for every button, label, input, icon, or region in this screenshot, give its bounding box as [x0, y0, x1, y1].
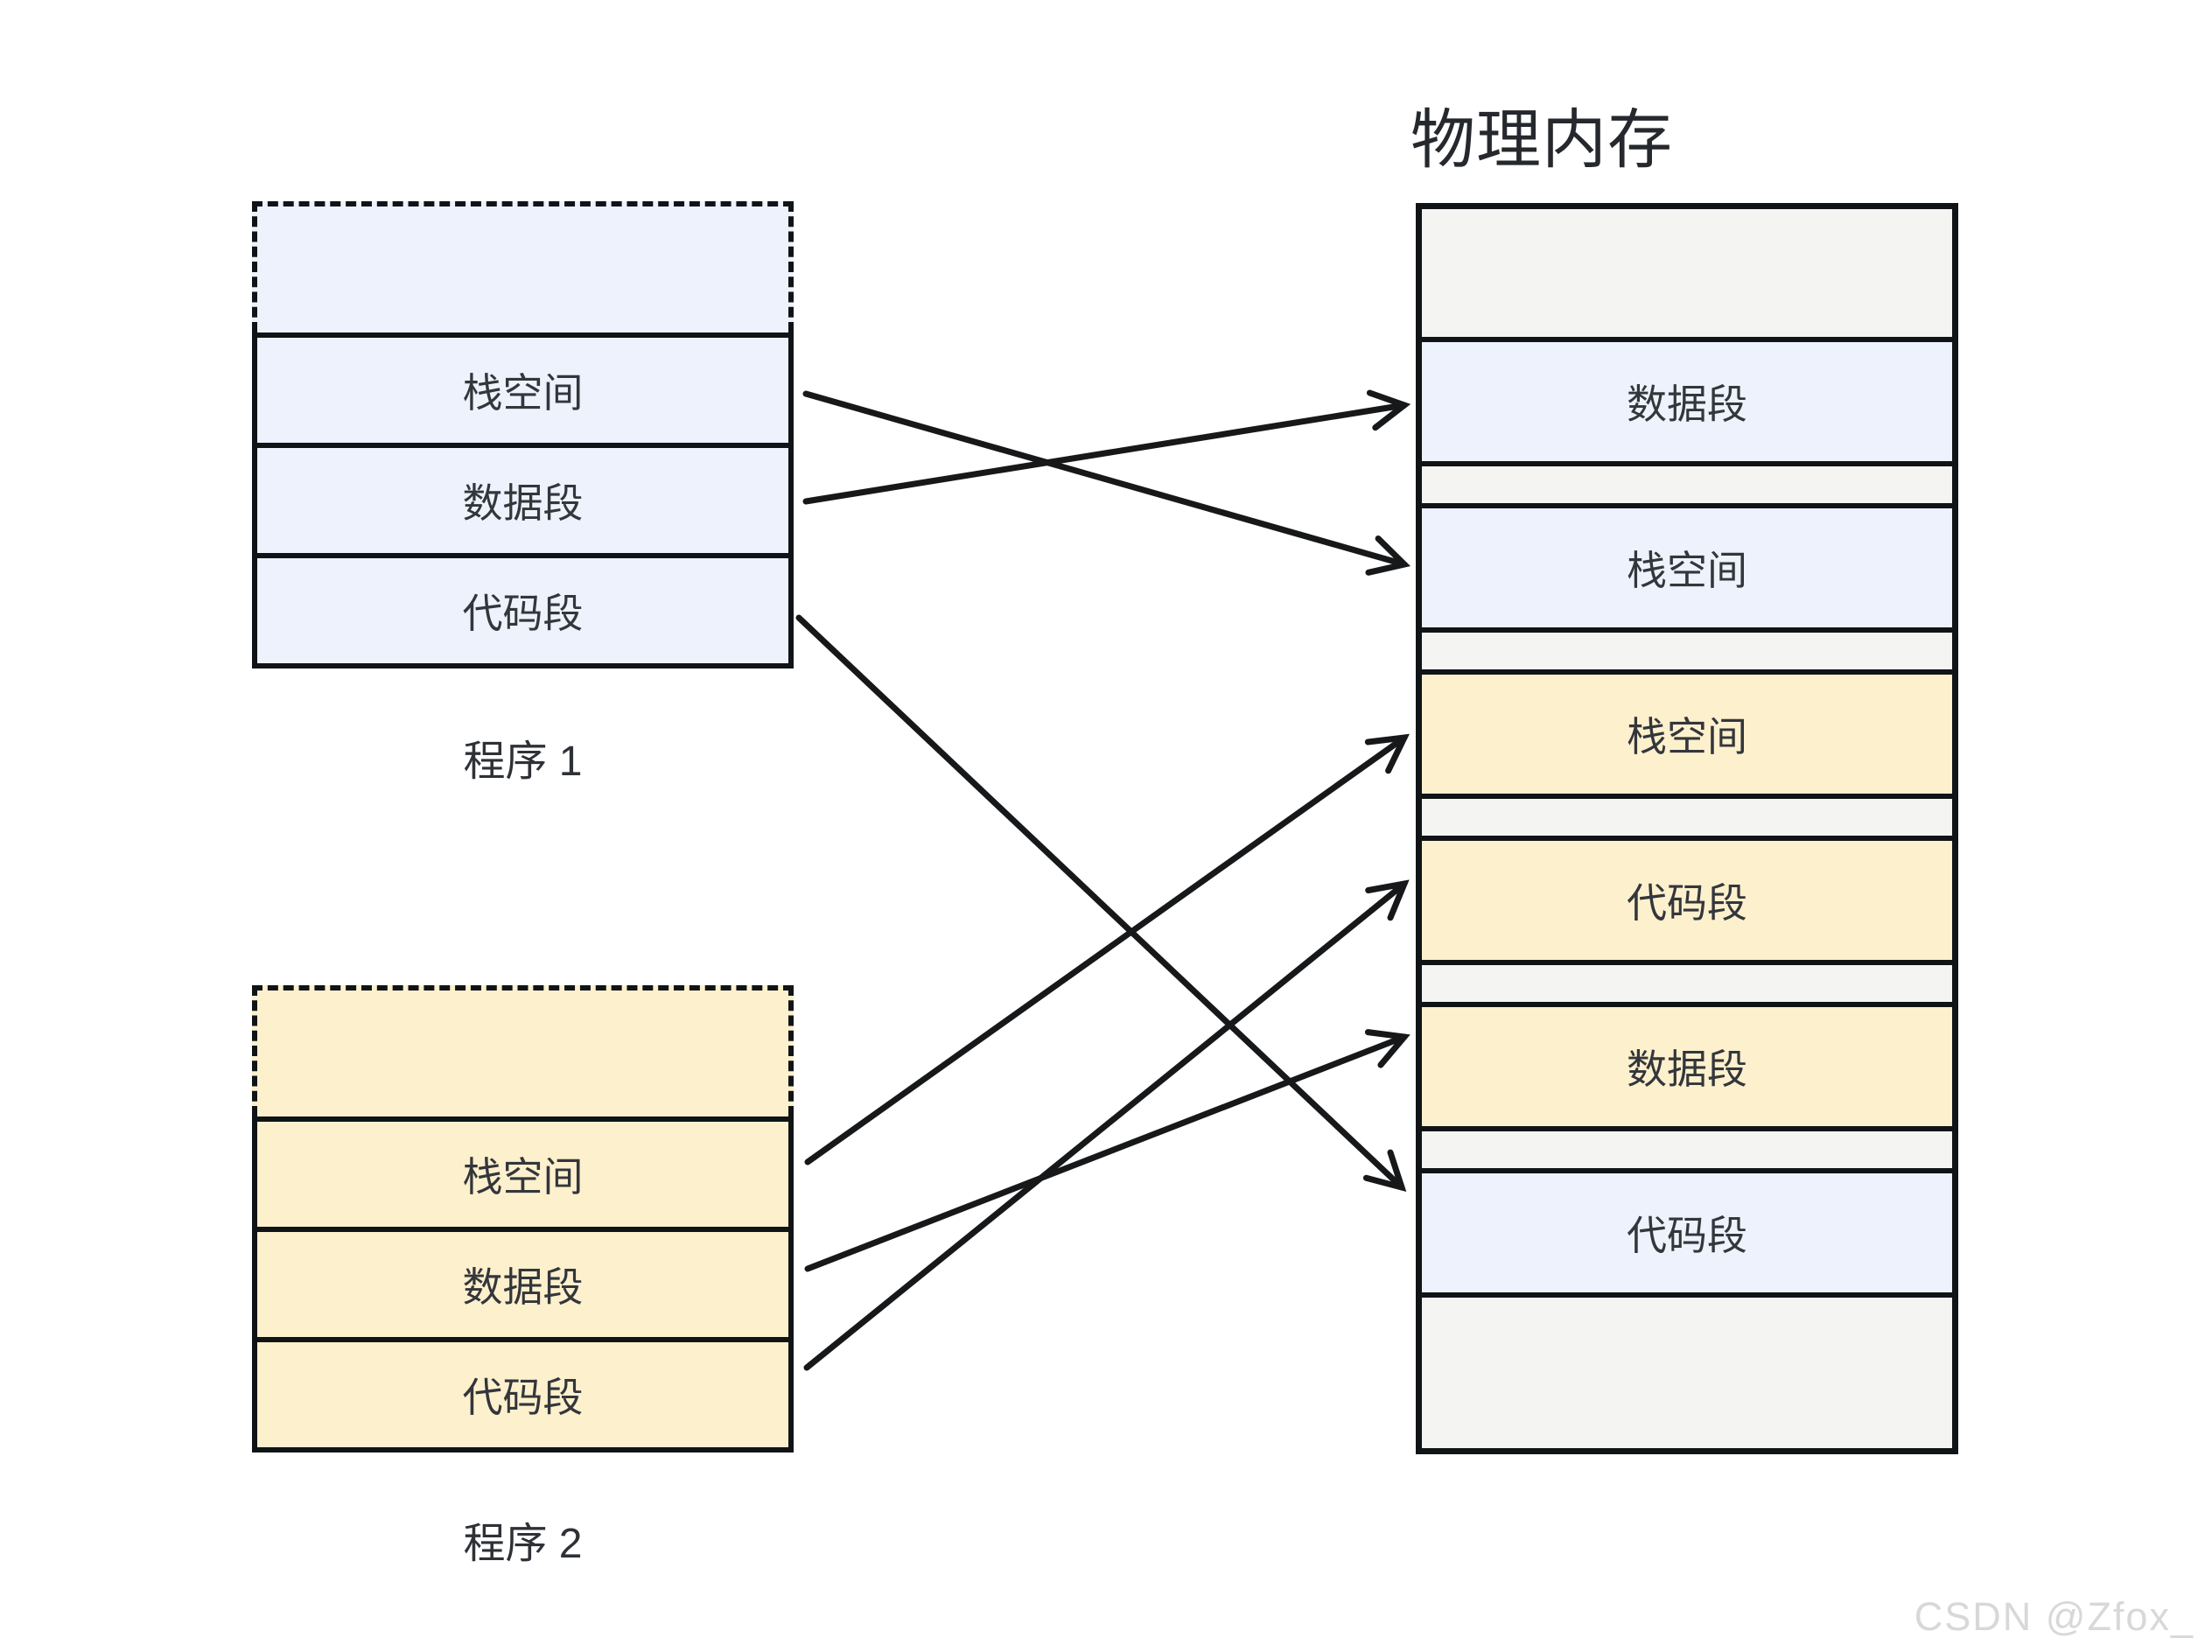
physical-segment-data-program2: 数据段 [1422, 1007, 1952, 1131]
arrowhead-icon [1365, 879, 1410, 921]
program1-stack-label: 栈空间 [462, 370, 584, 416]
physical-memory-box: 数据段 栈空间 栈空间 代码段 数据段 代码段 [1416, 203, 1958, 1454]
mapping-arrow-program2-data-to-physical-data-yellow [804, 1033, 1408, 1272]
program2-data-label: 数据段 [462, 1264, 584, 1310]
program2-code-label: 代码段 [462, 1375, 584, 1420]
program2-row-data: 数据段 [252, 1227, 794, 1342]
physical-memory-title: 物理内存 [1410, 103, 1673, 176]
physical-segment-code-program1: 代码段 [1422, 1173, 1952, 1298]
arrowhead-icon [1366, 389, 1411, 431]
physical-segment-label: 代码段 [1627, 1213, 1747, 1258]
physical-segment-stack-program1: 栈空间 [1422, 508, 1952, 633]
physical-memory-free-region [1422, 1131, 1952, 1173]
physical-memory-free-region [1422, 209, 1952, 342]
program2-label: 程序 2 [463, 1521, 583, 1567]
program2-box: 栈空间 数据段 代码段 [252, 985, 794, 1452]
physical-segment-data-program1: 数据段 [1422, 342, 1952, 466]
program2-row-code: 代码段 [252, 1337, 794, 1452]
program2-row-stack: 栈空间 [252, 1116, 794, 1232]
program1-code-label: 代码段 [462, 591, 584, 636]
physical-segment-code-program2: 代码段 [1422, 841, 1952, 965]
arrowhead-icon [1364, 1029, 1410, 1068]
physical-memory-free-region [1422, 633, 1952, 675]
program2-stack-label: 栈空间 [462, 1154, 584, 1200]
program2-unmapped-region [252, 985, 794, 1116]
physical-memory-free-region [1422, 466, 1952, 508]
arrowhead-icon [1364, 733, 1410, 774]
physical-segment-label: 代码段 [1627, 880, 1747, 926]
mapping-arrow-program1-data-to-physical-data-blue [802, 402, 1408, 505]
physical-memory-free-region [1422, 965, 1952, 1007]
program1-row-stack: 栈空间 [252, 332, 794, 448]
program1-row-code: 代码段 [252, 553, 794, 668]
physical-segment-label: 栈空间 [1627, 548, 1747, 593]
physical-segment-label: 栈空间 [1627, 714, 1747, 760]
mapping-arrow-program1-code-to-physical-code-blue [795, 614, 1405, 1191]
program1-box: 栈空间 数据段 代码段 [252, 201, 794, 668]
program1-label: 程序 1 [463, 738, 583, 785]
program1-data-label: 数据段 [462, 480, 584, 526]
program1-unmapped-region [252, 201, 794, 332]
physical-memory-free-region [1422, 1298, 1952, 1448]
mapping-arrow-program1-stack-to-physical-stack-blue [802, 390, 1408, 568]
physical-segment-stack-program2: 栈空间 [1422, 675, 1952, 799]
watermark: CSDN @Zfox_ [1914, 1594, 2194, 1639]
arrowhead-icon [1362, 1149, 1407, 1193]
physical-segment-label: 数据段 [1627, 382, 1747, 427]
arrowhead-icon [1365, 536, 1411, 576]
physical-memory-free-region [1422, 799, 1952, 841]
mapping-arrow-program2-code-to-physical-code-yellow [803, 880, 1408, 1371]
mapping-arrow-program2-stack-to-physical-stack-yellow [804, 734, 1408, 1166]
physical-segment-label: 数据段 [1627, 1046, 1747, 1092]
program1-row-data: 数据段 [252, 443, 794, 558]
